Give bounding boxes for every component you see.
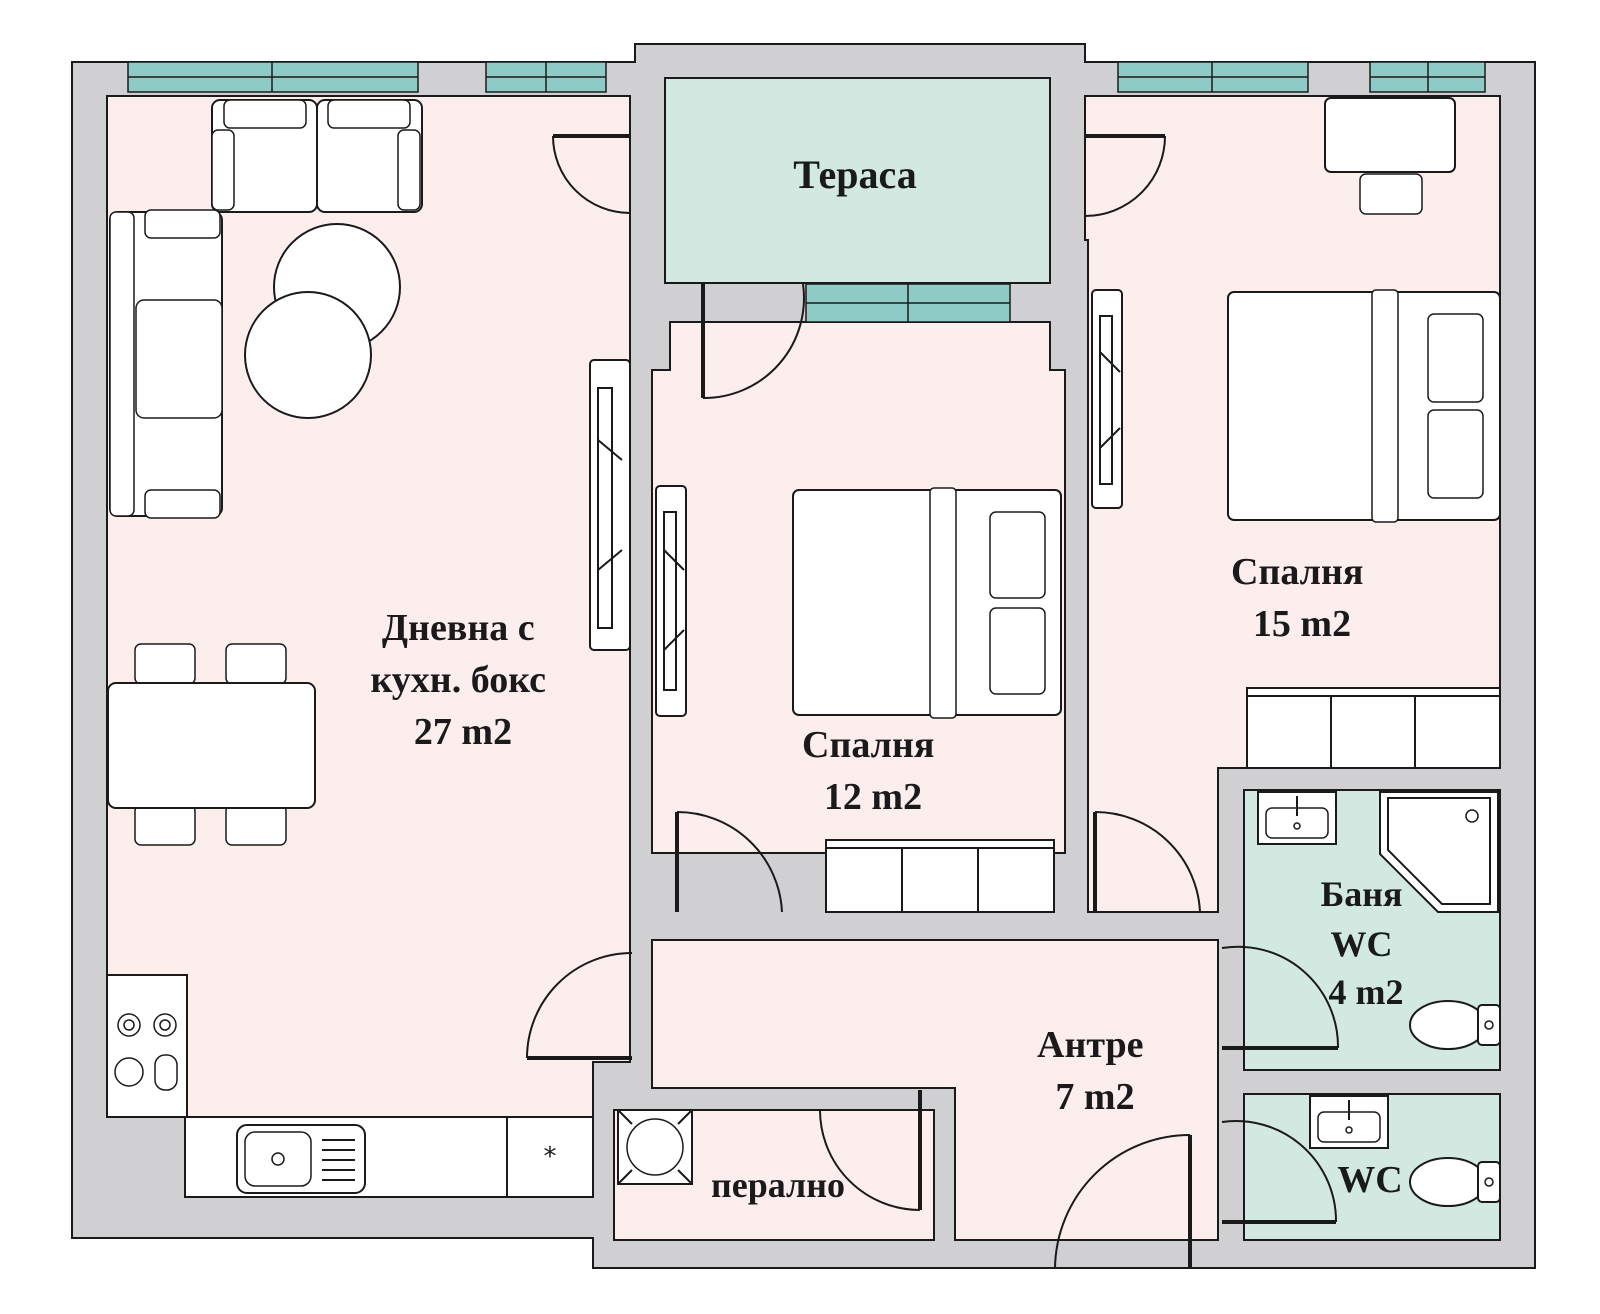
dining-table	[107, 643, 316, 846]
entrance-door	[1054, 1134, 1192, 1269]
bedroom-small-furniture	[655, 485, 1062, 913]
round-table	[244, 291, 372, 419]
terrace-label: Тераса	[793, 152, 916, 197]
hall-label: Антре 7 m2	[1037, 1024, 1153, 1118]
wc-fixtures	[1309, 1095, 1501, 1207]
bath-fixtures	[1257, 791, 1501, 1050]
washbasin-icon	[1309, 1095, 1389, 1149]
bath-label: Баня WC 4 m2	[1320, 874, 1411, 1012]
laundry-label: перално	[711, 1165, 845, 1205]
terrace-floor	[664, 77, 1051, 284]
shower-icon	[1379, 791, 1499, 913]
toilet-icon	[1409, 1000, 1501, 1050]
bedroom-small-label: Спалня 12 m2	[802, 724, 944, 818]
door	[552, 134, 631, 214]
bedroom-large-label: Спалня 15 m2	[1231, 551, 1373, 645]
door	[701, 283, 805, 400]
sink-icon	[236, 1124, 366, 1194]
hall-floor	[651, 939, 1219, 1241]
living-label: Дневна с кухн. бокс 27 m2	[370, 607, 555, 753]
door	[1093, 810, 1201, 913]
living-furniture: *	[106, 99, 631, 1198]
washbasin-icon	[1257, 791, 1337, 845]
double-bed	[792, 487, 1062, 719]
armchair-right	[316, 99, 423, 213]
toilet-icon	[1409, 1157, 1501, 1207]
svg-text:*: *	[544, 1142, 557, 1172]
wc-label: WC	[1337, 1159, 1402, 1201]
windows	[127, 61, 1486, 323]
door	[819, 1090, 922, 1211]
wardrobe	[825, 839, 1055, 913]
desk	[1324, 97, 1456, 215]
door	[1221, 945, 1340, 1050]
sofa	[109, 209, 223, 519]
stove-icon	[114, 1013, 178, 1091]
tv-unit	[589, 359, 631, 651]
door	[1221, 1120, 1338, 1224]
bedroom-large-furniture	[1091, 97, 1501, 769]
doors	[526, 134, 1340, 1269]
tv-unit	[655, 485, 687, 717]
wardrobe	[1246, 687, 1501, 769]
armchair-left	[211, 99, 318, 213]
door	[526, 952, 633, 1060]
room-labels: Дневна с кухн. бокс 27 m2 Тераса Спалня …	[370, 152, 1411, 1205]
door	[1084, 134, 1166, 217]
double-bed	[1227, 289, 1501, 523]
tv-unit	[1091, 289, 1123, 509]
washing-machine-icon	[617, 1109, 693, 1185]
door	[675, 810, 783, 913]
